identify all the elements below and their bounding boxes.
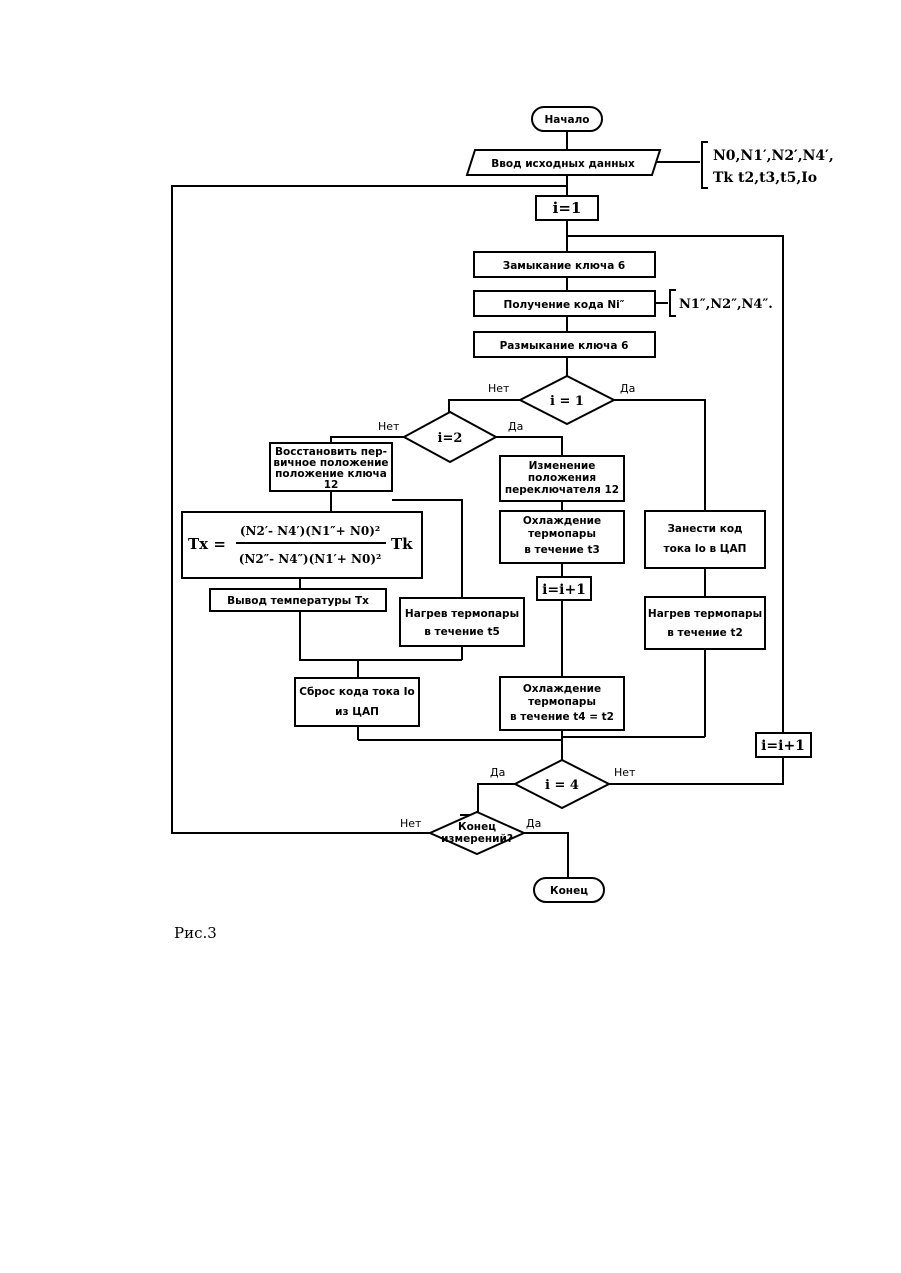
- close-key-label: Замыкание ключа 6: [503, 260, 626, 272]
- reset-code-line2: из ЦАП: [335, 706, 379, 718]
- restore-line4: 12: [324, 479, 339, 491]
- incr-mid-label: i=i+1: [542, 582, 586, 598]
- init-i-label: i=1: [553, 199, 582, 217]
- cond-i1-no-label: Нет: [488, 382, 510, 395]
- set-code-line2: тока Io в ЦАП: [664, 543, 747, 555]
- cond-i2-label: i=2: [438, 431, 463, 446]
- formula-lhs: Tx =: [188, 535, 226, 553]
- cool-t3-line2: термопары: [528, 528, 596, 540]
- cond-end-line1: Конец: [458, 821, 496, 833]
- heat-t5-line1: Нагрев термопары: [405, 608, 519, 620]
- input-label: Ввод исходных данных: [491, 158, 635, 170]
- cond-end-line2: измерений?: [441, 833, 513, 845]
- cond-i4-label: i = 4: [545, 778, 579, 793]
- cond-i4-yes-label: Да: [490, 766, 505, 779]
- open-key-label: Размыкание ключа 6: [500, 340, 629, 352]
- input-params-line2: Tk t2,t3,t5,Io: [713, 170, 817, 186]
- connector-lines: [172, 130, 783, 878]
- heat-t5-block: [400, 598, 524, 646]
- output-temp-label: Вывод температуры Tx: [227, 595, 369, 607]
- heat-t2-block: [645, 597, 765, 649]
- reset-code-line1: Сброс кода тока Io: [299, 686, 415, 698]
- set-code-line1: Занести код: [667, 523, 742, 535]
- cond-end-yes-label: Да: [526, 817, 541, 830]
- cond-end-no-label: Нет: [400, 817, 422, 830]
- formula-numerator: (N2′- N4′)(N1″+ N0)²: [240, 524, 380, 538]
- cond-i4-no-label: Нет: [614, 766, 636, 779]
- cool-t3-line1: Охлаждение: [523, 515, 601, 527]
- figure-caption: Рис.3: [174, 924, 217, 942]
- cool-t4-line1: Охлаждение: [523, 683, 601, 695]
- change-switch-line2: положения: [528, 472, 596, 484]
- formula-rhs: Tk: [391, 535, 413, 553]
- start-label: Начало: [544, 114, 589, 126]
- cond-i2-no-label: Нет: [378, 420, 400, 433]
- change-switch-line3: переключателя 12: [505, 484, 619, 496]
- formula-denominator: (N2″- N4″)(N1′+ N0)²: [239, 552, 382, 566]
- cool-t3-line3: в течение t3: [524, 544, 600, 556]
- cool-t4-line3: в течение t4 = t2: [510, 711, 614, 723]
- change-switch-line1: Изменение: [529, 460, 596, 472]
- heat-t2-line1: Нагрев термопары: [648, 608, 762, 620]
- heat-t2-line2: в течение t2: [667, 627, 743, 639]
- cond-i1-label: i = 1: [550, 394, 584, 409]
- end-label: Конец: [550, 885, 588, 897]
- set-code-block: [645, 511, 765, 568]
- get-code-params: N1″,N2″,N4″.: [679, 297, 773, 312]
- cond-i2-yes-label: Да: [508, 420, 523, 433]
- cool-t4-line2: термопары: [528, 696, 596, 708]
- incr-right-label: i=i+1: [761, 738, 805, 754]
- heat-t5-line2: в течение t5: [424, 626, 500, 638]
- cond-i1-yes-label: Да: [620, 382, 635, 395]
- get-code-label: Получение кода Ni″: [504, 299, 625, 311]
- input-params-line1: N0,N1′,N2′,N4′,: [713, 148, 834, 164]
